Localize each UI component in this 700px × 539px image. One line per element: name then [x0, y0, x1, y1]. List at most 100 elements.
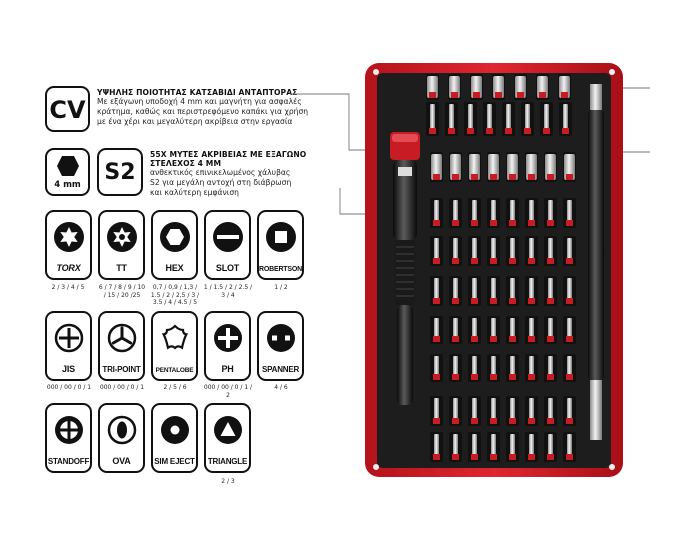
precision-bit	[453, 200, 458, 226]
precision-bit	[548, 398, 553, 424]
precision-bit	[453, 278, 458, 304]
bit-holder-mark	[429, 92, 436, 98]
bit-holder-mark	[448, 128, 455, 134]
precision-bit	[548, 278, 553, 304]
bit-holder-mark	[509, 418, 516, 424]
tile-label: SPANNER	[261, 365, 300, 374]
bit-holder-mark	[433, 258, 440, 264]
feature-quality-line: κράτημα, καθώς και περιστρεφόμενο καπάκι…	[97, 107, 309, 116]
bit-holder-mark	[509, 374, 516, 380]
tile-label: JIS	[62, 364, 75, 374]
bit-holder-mark	[539, 92, 546, 98]
precision-bit	[529, 238, 534, 264]
bit-holder-mark	[433, 454, 440, 460]
bit-holder-mark	[566, 454, 573, 460]
precision-bit	[487, 104, 492, 134]
precision-bit	[434, 238, 439, 264]
bit-holder-mark	[452, 336, 459, 342]
size-line: 3 / 4	[221, 291, 235, 299]
bit-holder-mark	[490, 454, 497, 460]
pentalobe-icon	[161, 324, 188, 350]
precision-bit	[544, 104, 549, 134]
bit-holder-mark	[471, 220, 478, 226]
triangle-icon	[213, 416, 242, 444]
bit-holder-mark	[471, 258, 478, 264]
tile-robertson: ROBERTSON	[257, 210, 304, 280]
precision-bit	[567, 434, 572, 460]
bit-holder-mark	[473, 92, 480, 98]
s2-label: S2	[104, 160, 136, 185]
precision-bit	[449, 104, 454, 134]
precision-bit	[472, 238, 477, 264]
bit-holder-mark	[528, 336, 535, 342]
oval-icon	[107, 415, 136, 445]
bit-holder-mark	[490, 374, 497, 380]
bit-holder-mark	[528, 298, 535, 304]
bit-holder-mark	[509, 174, 516, 180]
tile-sizes: 1 / 2	[250, 284, 312, 292]
bit-rows	[426, 74, 576, 462]
sim-eject-icon	[160, 416, 189, 444]
bit-holder-mark	[486, 128, 493, 134]
tile-label: TORX	[56, 263, 81, 273]
bit-holder-mark	[528, 220, 535, 226]
hex-size-label: 4 mm	[54, 180, 81, 190]
cv-label: CV	[49, 96, 86, 124]
bit-holder-mark	[471, 298, 478, 304]
size-line: 000 / 00 / 0 / 1 /	[203, 384, 253, 391]
bit-holder-mark	[566, 258, 573, 264]
size-line: 1 / 2	[274, 284, 288, 291]
precision-bit	[434, 398, 439, 424]
tamper-torx-icon	[106, 222, 137, 252]
bit-holder-mark	[566, 418, 573, 424]
tile-spanner: SPANNER	[257, 311, 304, 381]
bit-holder-mark	[451, 92, 458, 98]
precision-bit	[491, 278, 496, 304]
bit-holder-mark	[566, 374, 573, 380]
tile-sizes: 2 / 3	[197, 478, 259, 486]
tile-pentalobe: PENTALOBE	[151, 311, 198, 381]
precision-bit	[472, 398, 477, 424]
tile-torx: TORX	[45, 210, 92, 280]
tile-sizes: 2 / 5 / 6	[144, 384, 206, 392]
precision-bit	[510, 278, 515, 304]
tile-label: STANDOFF	[47, 457, 90, 466]
size-line: 1 / 1.5 / 2 / 2.5 /	[203, 284, 253, 291]
bit-holder-mark	[562, 128, 569, 134]
precision-bit	[510, 434, 515, 460]
bit-holder-mark	[517, 92, 524, 98]
tile-label: SLOT	[215, 263, 240, 273]
tile-label: TT	[116, 263, 127, 273]
bit-holder-mark	[547, 220, 554, 226]
precision-bit	[567, 238, 572, 264]
bit-holder-mark	[547, 258, 554, 264]
bit-holder-mark	[566, 298, 573, 304]
screwdriver-kit-case	[365, 63, 623, 477]
extension-bar	[588, 84, 604, 440]
tile-label: TRIANGLE	[207, 457, 248, 466]
size-line: 000 / 00 / 0 / 1	[46, 384, 92, 391]
tile-sizes: 0,7 / 0,9 / 1,3 / 1.5 / 2 / 2,5 / 3 / 3.…	[144, 284, 206, 307]
tile-slot: SLOT	[204, 210, 251, 280]
bit-holder-mark	[452, 454, 459, 460]
bit-holder-mark	[547, 374, 554, 380]
bit-holder-mark	[452, 374, 459, 380]
tile-sizes: 1 / 1.5 / 2 / 2.5 / 3 / 4	[197, 284, 259, 299]
bit-holder-mark	[452, 258, 459, 264]
tile-sizes: 000 / 00 / 0 / 1 / 2	[195, 384, 261, 399]
bit-holder-mark	[490, 220, 497, 226]
hex-size-badge: 4 mm	[45, 148, 90, 196]
tile-hex: HEX	[151, 210, 198, 280]
tile-standoff: STANDOFF	[45, 403, 92, 473]
socket-bit	[488, 154, 499, 180]
bit-holder-mark	[471, 454, 478, 460]
bit-holder-mark	[528, 174, 535, 180]
tile-jis: JIS	[45, 311, 92, 381]
precision-bit	[567, 200, 572, 226]
tile-sizes: 2 / 3 / 4 / 5	[38, 284, 98, 292]
precision-bit	[529, 434, 534, 460]
bit-holder-mark	[490, 174, 497, 180]
precision-bit	[563, 104, 568, 134]
tile-tt: TT	[98, 210, 145, 280]
socket-bit	[431, 154, 442, 180]
